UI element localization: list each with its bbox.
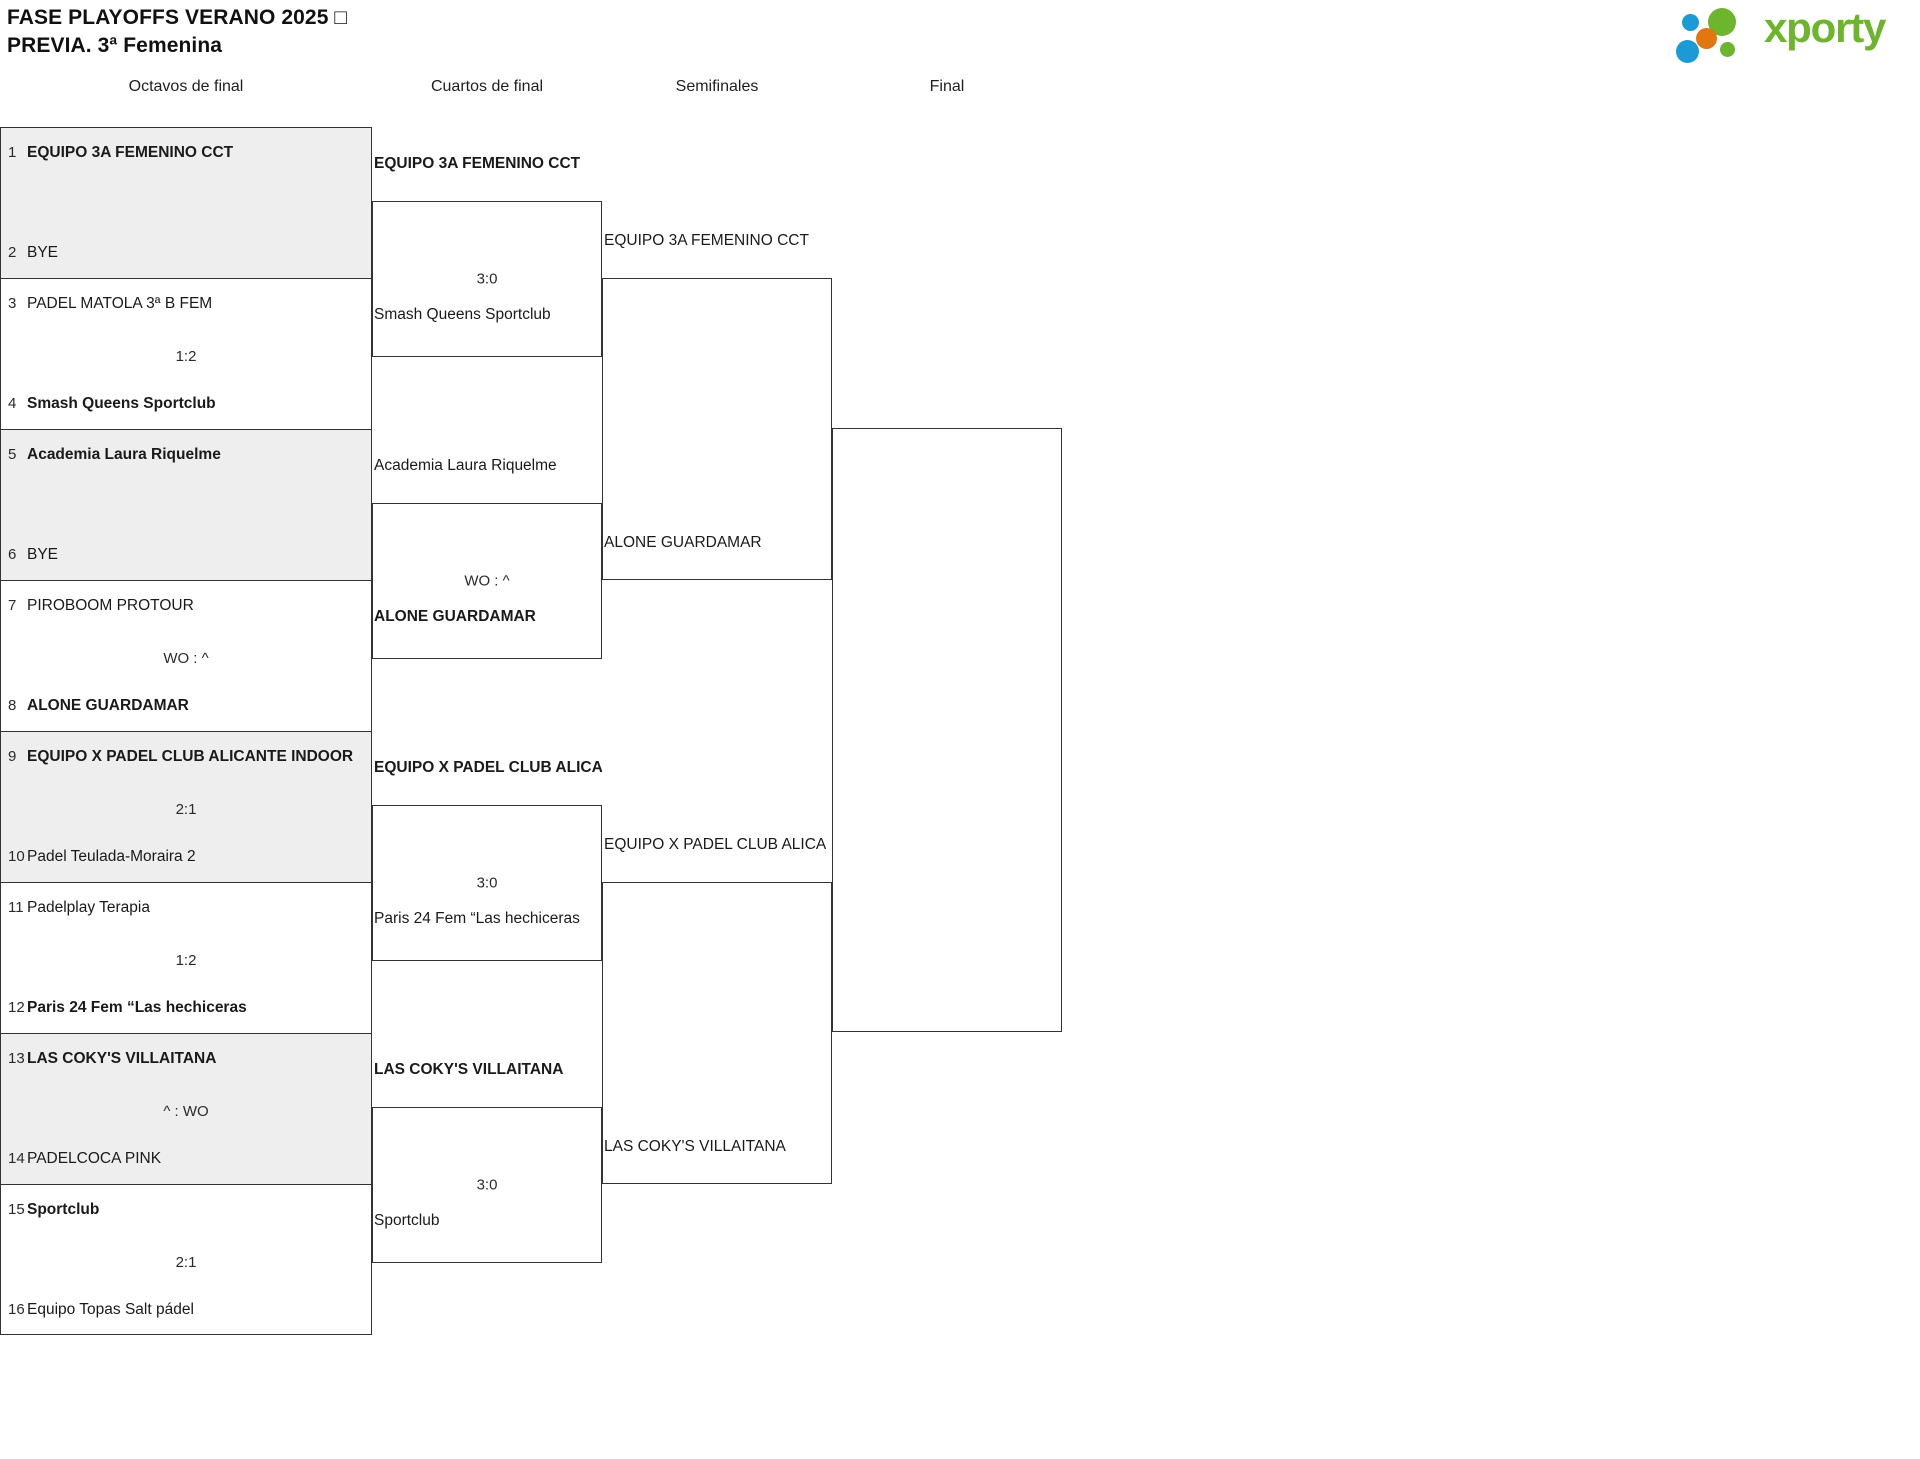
- team-name: PIROBOOM PROTOUR: [27, 597, 194, 614]
- r2-match-3-box[interactable]: 3:0: [372, 805, 602, 961]
- xporty-logo: xporty: [1676, 4, 1906, 63]
- r2-match-1-box[interactable]: 3:0: [372, 201, 602, 357]
- team-name: BYE: [27, 546, 59, 563]
- team-name: Padel Teulada-Moraira 2: [27, 848, 196, 865]
- r1-m4-score: WO : ^: [163, 650, 209, 667]
- r1-m1-bottom-slot[interactable]: 2 BYE: [1, 244, 371, 262]
- r1-m2-bottom-slot[interactable]: 4 Smash Queens Sportclub: [1, 395, 371, 413]
- r1-match-5[interactable]: 9 EQUIPO X PADEL CLUB ALICANTE INDOOR 2:1…: [0, 731, 372, 882]
- r2-m4-score: 3:0: [476, 1176, 498, 1194]
- r2-m2-bottom-label[interactable]: ALONE GUARDAMAR: [374, 608, 536, 625]
- r1-m4-bottom-slot[interactable]: 8 ALONE GUARDAMAR: [1, 697, 371, 715]
- r2-m2-top-label[interactable]: Academia Laura Riquelme: [374, 457, 557, 474]
- team-name: ALONE GUARDAMAR: [27, 697, 189, 714]
- r1-m7-score: ^ : WO: [163, 1103, 209, 1120]
- r1-m8-score: 2:1: [175, 1254, 197, 1271]
- r1-m2-score: 1:2: [175, 348, 197, 365]
- r3-match-2-box[interactable]: [602, 882, 832, 1184]
- r2-m2-score: WO : ^: [464, 572, 510, 590]
- logo-dot-blue-large: [1676, 40, 1699, 63]
- team-name: PADELCOCA PINK: [27, 1150, 162, 1167]
- team-name: Smash Queens Sportclub: [27, 395, 216, 412]
- seed-number: 1: [8, 144, 17, 161]
- round-header-octavos: Octavos de final: [128, 78, 244, 95]
- team-name: Equipo Topas Salt pádel: [27, 1301, 194, 1318]
- page-header: FASE PLAYOFFS VERANO 2025 □ PREVIA. 3ª F…: [0, 0, 1920, 72]
- team-name: EQUIPO X PADEL CLUB ALICANTE INDOOR: [27, 748, 354, 765]
- seed-number: 14: [8, 1150, 25, 1167]
- logo-dot-blue-small: [1682, 14, 1699, 31]
- team-name: Sportclub: [27, 1201, 100, 1218]
- round-header-final: Final: [929, 78, 965, 95]
- r1-match-1[interactable]: 1 EQUIPO 3A FEMENINO CCT 2 BYE: [0, 127, 372, 278]
- r2-m1-score: 3:0: [476, 270, 498, 288]
- r2-m4-top-label[interactable]: LAS COKY'S VILLAITANA: [374, 1061, 564, 1078]
- team-name: PADEL MATOLA 3ª B FEM: [27, 295, 213, 312]
- r2-match-4-box[interactable]: 3:0: [372, 1107, 602, 1263]
- final-match-box[interactable]: [832, 428, 1062, 1032]
- round-header-cuartos: Cuartos de final: [430, 78, 544, 95]
- r2-m4-bottom-label[interactable]: Sportclub: [374, 1212, 440, 1229]
- r1-match-2[interactable]: 3 PADEL MATOLA 3ª B FEM 1:2 4 Smash Queens…: [0, 278, 372, 429]
- team-name: Padelplay Terapia: [27, 899, 150, 916]
- r1-m3-bottom-slot[interactable]: 6 BYE: [1, 546, 371, 564]
- r1-m4-top-slot[interactable]: 7 PIROBOOM PROTOUR: [1, 597, 371, 615]
- seed-number: 15: [8, 1201, 25, 1218]
- logo-dot-green-small: [1720, 42, 1735, 57]
- seed-number: 10: [8, 848, 25, 865]
- r1-m6-score: 1:2: [175, 952, 197, 969]
- r1-match-3[interactable]: 5 Academia Laura Riquelme 6 BYE: [0, 429, 372, 580]
- r2-m3-top-label[interactable]: EQUIPO X PADEL CLUB ALICA: [374, 759, 602, 776]
- team-name: BYE: [27, 244, 59, 261]
- team-name: LAS COKY'S VILLAITANA: [27, 1050, 217, 1067]
- logo-wordmark: xporty: [1764, 4, 1886, 51]
- r2-m3-score: 3:0: [476, 874, 498, 892]
- seed-number: 7: [8, 597, 17, 614]
- seed-number: 9: [8, 748, 17, 765]
- seed-number: 13: [8, 1050, 25, 1067]
- r2-m3-bottom-label[interactable]: Paris 24 Fem “Las hechiceras: [374, 910, 580, 927]
- r3-match-1-box[interactable]: [602, 278, 832, 580]
- r3-m1-top-label[interactable]: EQUIPO 3A FEMENINO CCT: [604, 232, 809, 249]
- page-title: FASE PLAYOFFS VERANO 2025 □ PREVIA. 3ª F…: [7, 6, 348, 57]
- seed-number: 3: [8, 295, 17, 312]
- r2-m1-bottom-label[interactable]: Smash Queens Sportclub: [374, 306, 551, 323]
- r1-m5-top-slot[interactable]: 9 EQUIPO X PADEL CLUB ALICANTE INDOOR: [1, 748, 371, 766]
- seed-number: 16: [8, 1301, 25, 1318]
- round-header-semifinal: Semifinales: [675, 78, 759, 95]
- r3-m1-bottom-label[interactable]: ALONE GUARDAMAR: [604, 534, 762, 551]
- r1-match-4[interactable]: 7 PIROBOOM PROTOUR WO : ^ 8 ALONE GUARDAMA…: [0, 580, 372, 731]
- r1-m5-score: 2:1: [175, 801, 197, 818]
- seed-number: 4: [8, 395, 17, 412]
- team-name: Academia Laura Riquelme: [27, 446, 221, 463]
- seed-number: 6: [8, 546, 17, 563]
- r1-m3-top-slot[interactable]: 5 Academia Laura Riquelme: [1, 446, 371, 464]
- r1-m1-top-slot[interactable]: 1 EQUIPO 3A FEMENINO CCT: [1, 144, 371, 162]
- logo-dot-orange: [1696, 28, 1717, 49]
- r1-m2-top-slot[interactable]: 3 PADEL MATOLA 3ª B FEM: [1, 295, 371, 313]
- r3-m2-top-label[interactable]: EQUIPO X PADEL CLUB ALICA: [604, 836, 827, 853]
- r2-match-2-box[interactable]: WO : ^: [372, 503, 602, 659]
- seed-number: 5: [8, 446, 17, 463]
- seed-number: 8: [8, 697, 17, 714]
- r3-m2-bottom-label[interactable]: LAS COKY'S VILLAITANA: [604, 1138, 786, 1155]
- seed-number: 12: [8, 999, 25, 1016]
- seed-number: 2: [8, 244, 17, 261]
- team-name: Paris 24 Fem “Las hechiceras: [27, 999, 247, 1016]
- team-name: EQUIPO 3A FEMENINO CCT: [27, 144, 234, 161]
- seed-number: 11: [8, 899, 24, 916]
- r2-m1-top-label[interactable]: EQUIPO 3A FEMENINO CCT: [374, 155, 581, 172]
